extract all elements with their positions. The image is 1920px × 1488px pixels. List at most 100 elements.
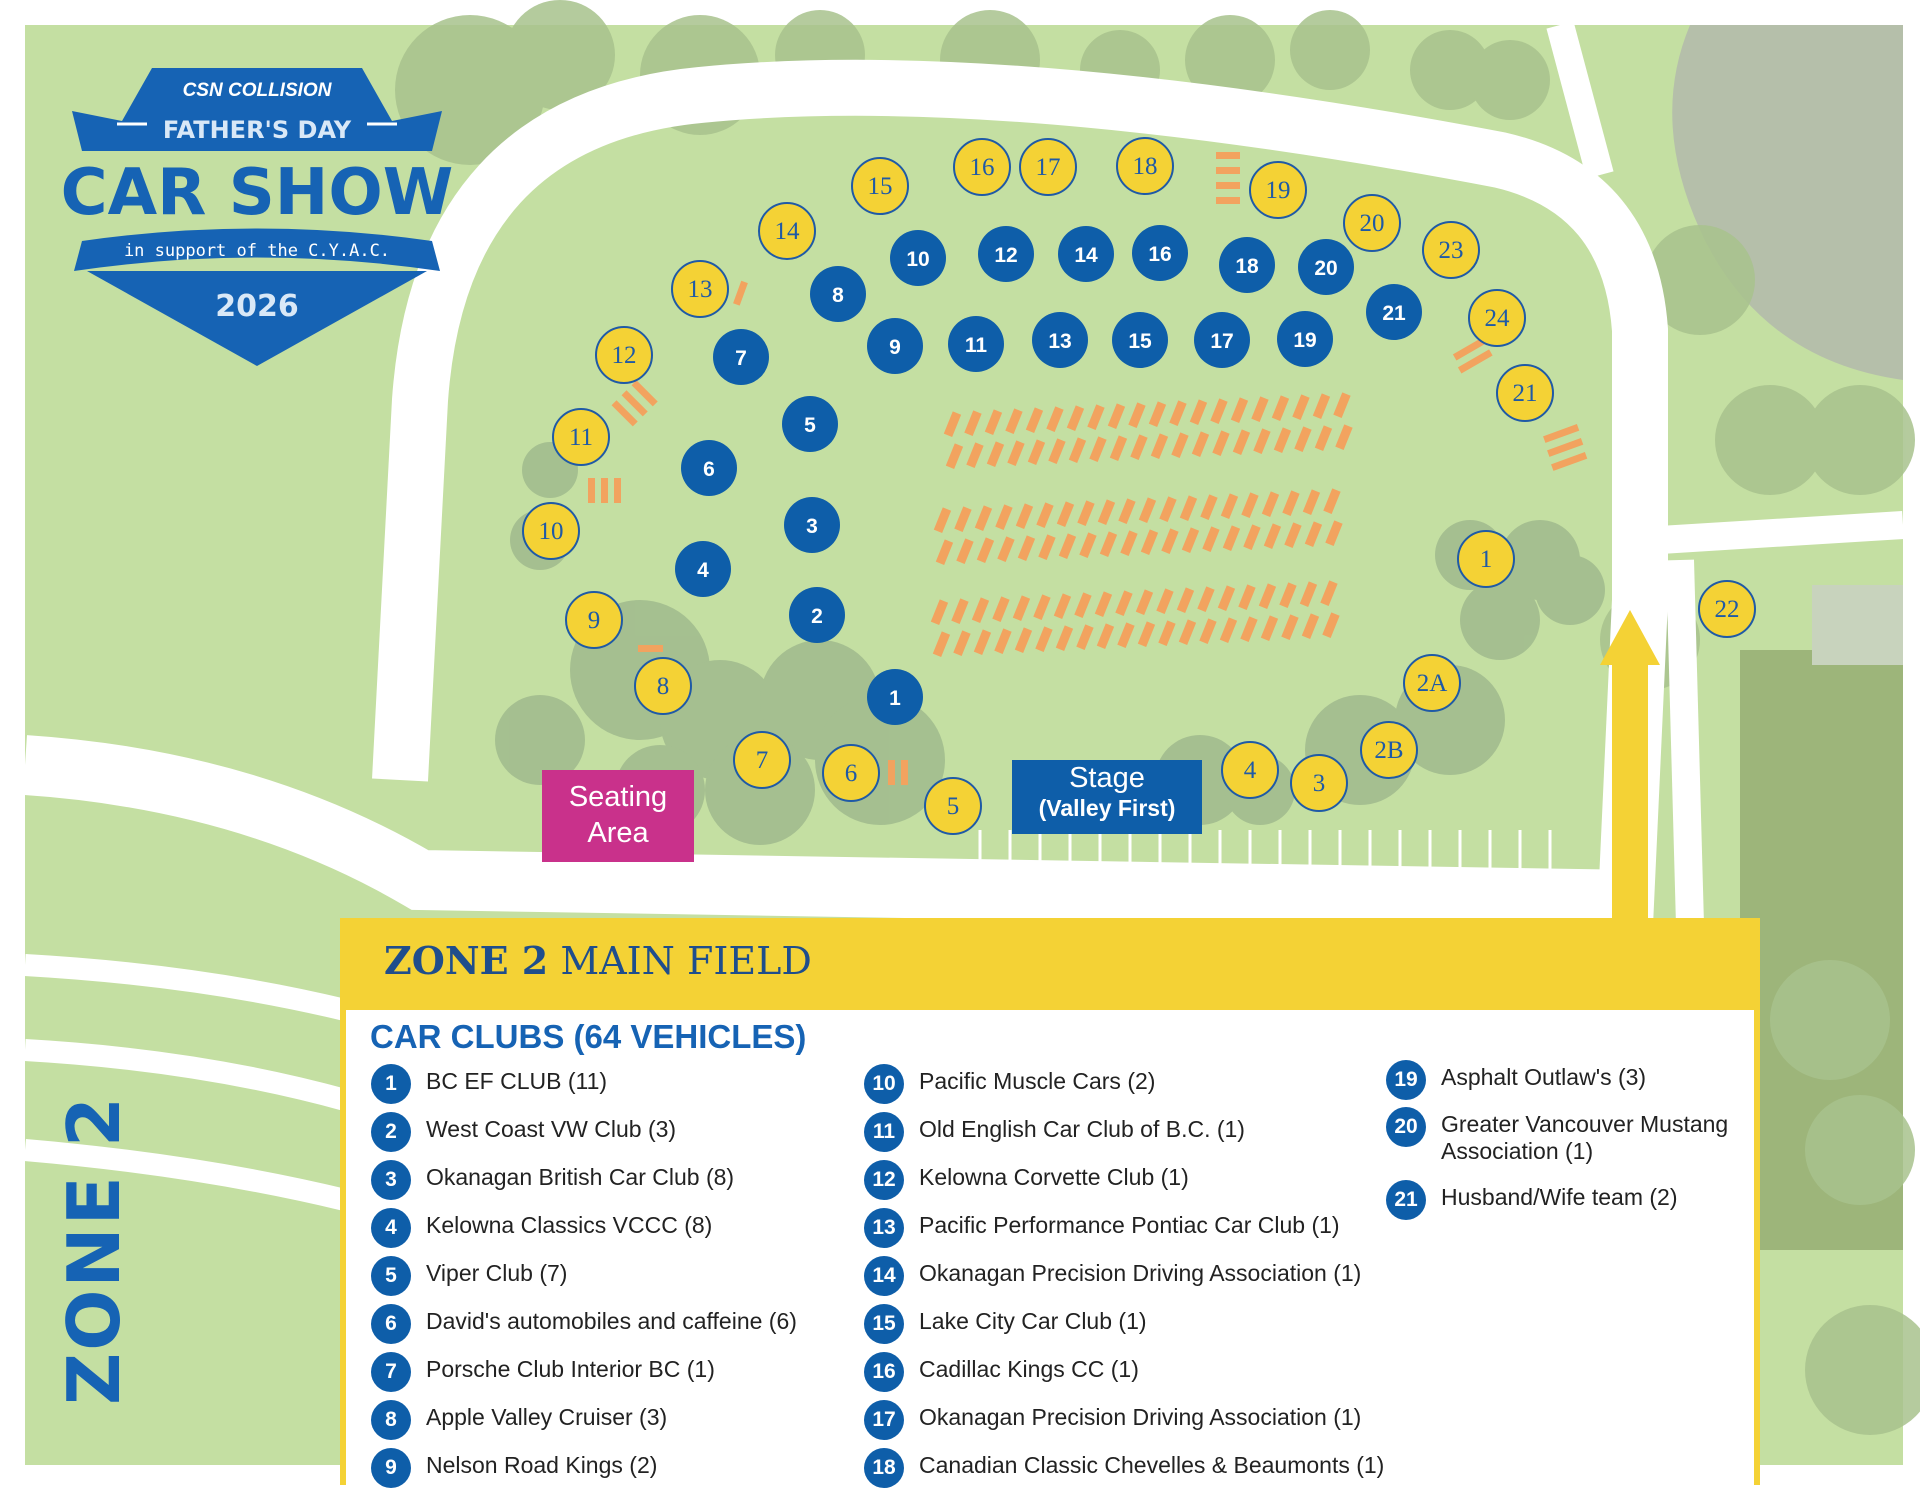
chair xyxy=(1158,620,1176,646)
club-number: 11 xyxy=(864,1112,904,1152)
chair xyxy=(1115,590,1133,616)
stage-sponsor: (Valley First) xyxy=(1038,795,1176,821)
chair xyxy=(1240,616,1258,642)
blue-marker-label: 3 xyxy=(806,515,818,538)
chair xyxy=(966,442,984,468)
chair xyxy=(1222,525,1241,551)
chair xyxy=(1199,618,1217,644)
blue-marker-label: 1 xyxy=(889,687,901,710)
club-name: Pacific Performance Pontiac Car Club (1) xyxy=(919,1212,1340,1238)
blue-marker-label: 20 xyxy=(1314,257,1337,280)
chair xyxy=(1148,401,1167,427)
chair xyxy=(992,596,1010,622)
club-name: David's automobiles and caffeine (6) xyxy=(426,1308,797,1334)
yellow-marker-5 xyxy=(924,777,982,835)
club-name: BC EF CLUB (11) xyxy=(426,1068,608,1094)
chair xyxy=(1130,434,1148,460)
blue-marker-label: 21 xyxy=(1382,302,1406,325)
road-east xyxy=(1659,511,1904,554)
audience-chairs xyxy=(930,392,1353,657)
yellow-marker-label: 10 xyxy=(539,518,564,545)
car-show-logo: CSN COLLISION FATHER'S DAY CAR SHOW in s… xyxy=(62,68,452,366)
club-name: Lake City Car Club (1) xyxy=(919,1308,1147,1334)
chair xyxy=(971,597,990,623)
yellow-marker-label: 23 xyxy=(1439,237,1464,264)
chair xyxy=(1007,440,1025,466)
yellow-marker-11 xyxy=(552,408,610,466)
chair xyxy=(1178,619,1197,645)
yellow-marker-label: 22 xyxy=(1715,596,1740,623)
club-number: 7 xyxy=(371,1352,411,1392)
chair xyxy=(984,409,1003,435)
chair xyxy=(995,504,1013,530)
chair xyxy=(1089,436,1107,462)
chair xyxy=(1325,520,1343,546)
section-title: CAR CLUBS (64 VEHICLES) xyxy=(370,1018,807,1055)
chair xyxy=(1197,586,1215,612)
yellow-marker-label: 14 xyxy=(775,218,801,245)
chair xyxy=(986,441,1005,467)
chair xyxy=(973,629,992,655)
yellow-marker-label: 8 xyxy=(657,673,670,700)
chair xyxy=(1077,500,1095,526)
chair xyxy=(1118,498,1136,524)
chair xyxy=(1251,396,1269,422)
chair xyxy=(954,506,972,532)
chair xyxy=(1096,623,1115,649)
yellow-marker-label: 12 xyxy=(612,342,637,369)
club-name: Pacific Muscle Cars (2) xyxy=(919,1068,1156,1094)
chair xyxy=(1161,528,1179,554)
chair xyxy=(1335,424,1353,450)
yellow-marker-24 xyxy=(1468,289,1526,347)
chair xyxy=(997,536,1015,562)
chair xyxy=(1302,489,1321,515)
club-number: 4 xyxy=(371,1208,411,1248)
blue-marker-label: 13 xyxy=(1048,330,1071,353)
chair xyxy=(1033,594,1051,620)
club-name: Apple Valley Cruiser (3) xyxy=(426,1404,668,1430)
chair xyxy=(1058,533,1077,559)
legend-header: ZONE 2 MAIN FIELD xyxy=(346,918,1754,1010)
chair xyxy=(1097,499,1116,525)
chair xyxy=(953,630,971,656)
blue-marker-11 xyxy=(948,316,1004,372)
chair xyxy=(1261,491,1280,517)
chair xyxy=(1176,587,1195,613)
blue-marker-1 xyxy=(867,669,923,725)
chair xyxy=(1128,402,1146,428)
yellow-marker-label: 16 xyxy=(970,154,995,181)
blue-marker-10 xyxy=(890,230,946,286)
blue-marker-9 xyxy=(867,318,923,374)
chair xyxy=(956,538,974,564)
club-name: Asphalt Outlaw's (3) xyxy=(1441,1064,1647,1090)
club-number: 9 xyxy=(371,1448,411,1488)
blue-marker-label: 15 xyxy=(1128,330,1152,353)
chair xyxy=(1150,433,1169,459)
chair xyxy=(1263,523,1282,549)
yellow-marker-label: 13 xyxy=(688,276,713,303)
zone-title: ZONE 2 MAIN FIELD xyxy=(384,938,812,983)
club-name: Viper Club (7) xyxy=(426,1260,568,1286)
blue-marker-label: 4 xyxy=(697,559,709,582)
chair xyxy=(1005,408,1023,434)
chair xyxy=(1301,613,1320,639)
chair xyxy=(1333,392,1351,418)
blue-marker-16 xyxy=(1132,225,1188,281)
blue-marker-15 xyxy=(1112,312,1168,368)
blue-marker-5 xyxy=(782,396,838,452)
chair xyxy=(1140,529,1159,555)
blue-marker-21 xyxy=(1366,284,1422,340)
blue-marker-6 xyxy=(681,440,737,496)
chair xyxy=(1202,526,1220,552)
chair xyxy=(964,410,982,436)
yellow-marker-15 xyxy=(851,157,909,215)
chair xyxy=(1048,438,1066,464)
